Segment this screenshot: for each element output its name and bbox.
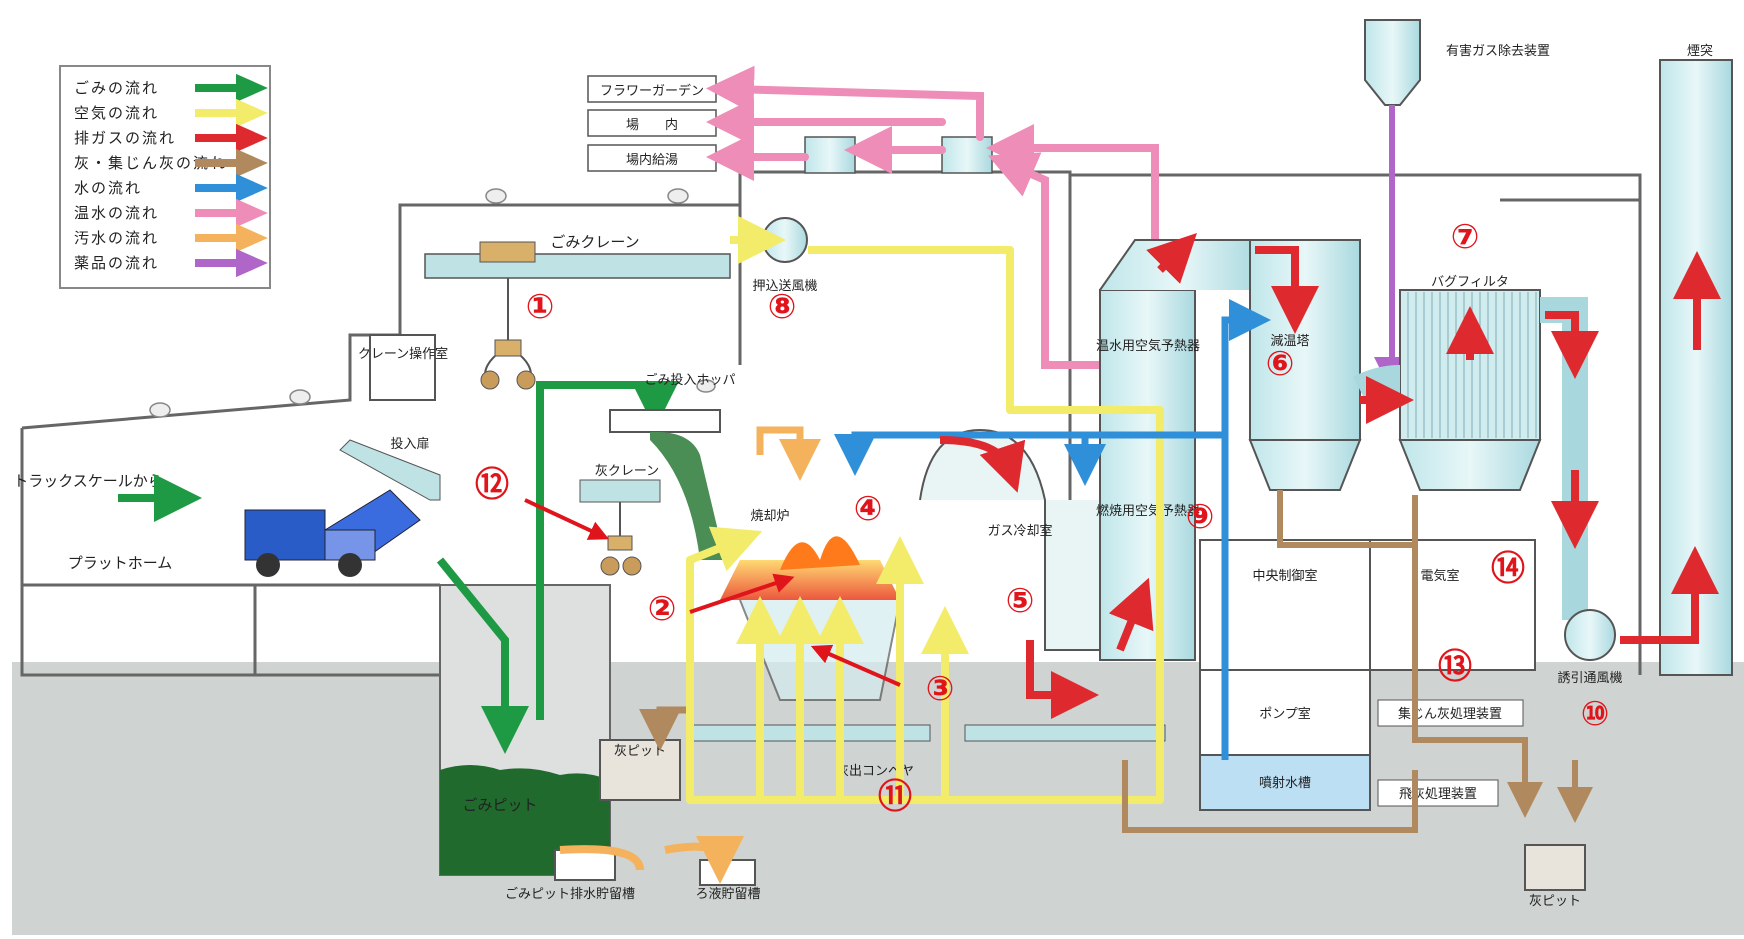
hopper-top [610,410,720,432]
label-chimney: 煙突 [1687,43,1713,59]
label-crane-room: クレーン操作室 [358,346,448,362]
number-marker-12: ⑫ [475,465,509,505]
filter-inlet-duct [1360,380,1400,390]
crane-grab-icon [481,340,535,389]
number-marker-6: ⑥ [1266,344,1295,384]
label-fly-ash-treat: 飛灰処理装置 [1399,787,1477,802]
label-hopper: ごみ投入ホッパ [644,372,735,388]
ash-pit-right [1525,845,1585,890]
number-marker-2: ② [648,589,677,629]
number-marker-1: ① [526,287,555,327]
label-pump-room: ポンプ室 [1259,706,1311,722]
waste-water-furnace [760,430,800,460]
filtrate-tank [700,860,755,885]
cooling-tower-hopper [1250,440,1360,490]
label-harmful-gas: 有害ガス除去装置 [1446,43,1550,59]
bag-filter [1400,290,1540,440]
dest-onsite: 場 内 [626,117,678,133]
dest-flower-garden: フラワーガーデン [600,83,704,99]
label-ash-crane: 灰クレーン [595,464,659,479]
label-spray-water: 噴射水槽 [1259,775,1311,791]
bag-filter-hopper [1400,440,1540,490]
number-marker-13: ⑬ [1438,647,1472,687]
crane-room-box [370,335,435,400]
truck-icon [245,490,420,577]
label-garbage-pit: ごみピット [462,796,537,814]
legend-label-4: 水の流れ [74,179,142,197]
number-marker-9: ⑨ [1186,497,1215,537]
push-fan-icon [763,218,807,262]
number-marker-5: ⑤ [1006,581,1035,621]
label-id-fan: 誘引通風機 [1557,671,1622,686]
number-marker-14: ⑭ [1491,549,1525,589]
number-marker-8: ⑧ [768,287,797,327]
legend-label-6: 汚水の流れ [74,229,159,247]
label-ash-pit-left: 灰ピット [614,744,666,759]
label-hw-air-preheater: 温水用空気予熱器 [1096,338,1200,354]
harmful-gas-silo [1365,20,1420,105]
ash-crane-grab-icon [601,502,641,575]
heat-exchanger-2 [942,137,992,173]
number-marker-7: ⑦ [1451,217,1480,257]
number-marker-3: ③ [926,669,955,709]
number-marker-10: ⑩ [1581,694,1610,734]
label-ash-pit-right: 灰ピット [1529,894,1581,909]
id-fan-icon [1565,610,1615,660]
number-marker-11: ⑪ [878,777,912,817]
label-bag-filter: バグフィルタ [1431,275,1509,290]
filter-outlet-duct [1540,310,1575,620]
preheater-duct [1100,240,1260,290]
legend-label-7: 薬品の流れ [74,254,159,272]
ash-conveyor-right [965,725,1165,741]
label-drain-tank: ごみピット排水貯留槽 [505,886,635,902]
flame-icon [780,536,860,570]
crane-trolley [480,242,535,262]
label-filtrate-tank: ろ液貯留槽 [695,887,760,902]
label-input-door: 投入扉 [390,436,429,452]
heat-exchanger-1 [805,137,855,173]
label-truck-scale: トラックスケールから [13,472,163,490]
number-marker-4: ④ [854,489,883,529]
label-central-control: 中央制御室 [1252,568,1317,584]
label-incinerator: 焼却炉 [750,509,789,524]
label-comb-air-preheater: 燃焼用空気予熱器 [1096,503,1200,519]
hopper-chute [650,432,725,560]
garbage-crane-rail [425,254,730,278]
legend-label-0: ごみの流れ [74,79,159,97]
label-electric-room: 電気室 [1420,568,1459,584]
ash-line-tower [1280,490,1415,545]
hw-arrow-garden [730,89,980,137]
legend-label-2: 排ガスの流れ [74,129,176,147]
label-crane: ごみクレーン [550,233,639,251]
label-gas-cooling: ガス冷却室 [987,523,1052,539]
legend-label-1: 空気の流れ [74,104,159,122]
dest-onsite-hot-water: 場内給湯 [626,152,678,168]
ash-crane-rail [580,480,660,502]
drain-tank [555,850,615,880]
ash-conveyor-left [690,725,930,741]
label-platform: プラットホーム [68,554,173,572]
legend-label-5: 温水の流れ [74,204,159,222]
